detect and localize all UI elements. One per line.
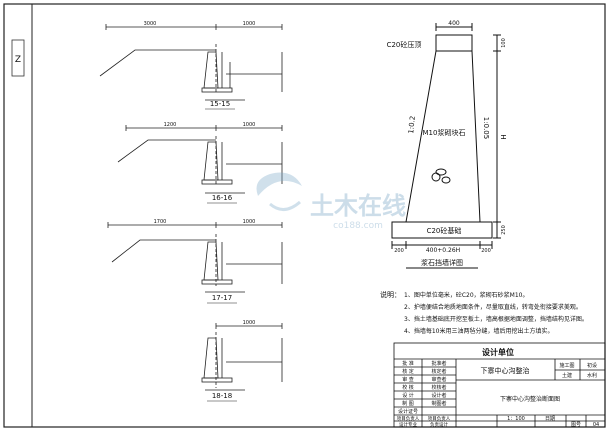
left-strip-text: Z <box>15 55 21 65</box>
watermark-text: 土木在线 <box>310 192 406 220</box>
tb-role-1: 批 准 <box>402 360 414 367</box>
section-18-dim-right: 1000 <box>243 320 256 326</box>
tb-role-6: 制 图 <box>402 400 414 407</box>
tb-role-3: 审 查 <box>402 376 414 383</box>
tb-discipline-label: 土建 <box>562 372 572 379</box>
tb-sheet-label: 图号 <box>571 422 581 428</box>
wall-left-slope: 1:0.2 <box>407 115 417 134</box>
section-15-15 <box>99 24 283 101</box>
wall-base-dim-right: 200 <box>481 248 491 254</box>
note-4: 4、挡墙每10米用三油两毡分缝，墙后用挖出土方填实。 <box>404 327 553 335</box>
note-2: 2、护墙便结合地质地面条件，尽量取直线，转弯处衔接要求美观。 <box>404 303 582 311</box>
section-16-label: 16-16 <box>212 194 233 202</box>
section-17-label: 17-17 <box>212 294 232 302</box>
section-18-18 <box>201 323 283 391</box>
section-15-dim-right: 1000 <box>243 21 256 27</box>
section-15-dim-left: 3000 <box>144 21 157 27</box>
wall-dim-h: H <box>500 134 508 139</box>
tb-date: 日期 <box>545 416 555 422</box>
watermark-url: co188.com <box>333 221 383 231</box>
tb-name-2: 核定者 <box>431 368 446 375</box>
section-17-17 <box>107 222 283 293</box>
sheet-border <box>3 3 606 428</box>
tb-project: 下寨中心沟整治 <box>481 366 530 375</box>
title-block <box>393 342 606 428</box>
tb-role-2: 核 定 <box>402 368 414 375</box>
tb-name-1: 批准者 <box>431 360 446 367</box>
section-16-16 <box>117 125 283 194</box>
tb-stage-value: 初设 <box>587 362 597 369</box>
tb-drawing-title: 下寨中心沟整治断面图 <box>500 395 560 403</box>
wall-body-label: M10浆砌块石 <box>423 128 466 137</box>
tb-name-6: 制图者 <box>431 400 446 407</box>
section-17-dim-right: 1000 <box>243 219 256 225</box>
wall-top-label: C20砼压顶 <box>387 40 422 49</box>
left-strip-box <box>11 39 25 77</box>
notes-title: 说明： <box>380 290 401 299</box>
wall-base-label: C20砼基础 <box>427 226 462 235</box>
section-17-dim-left: 1700 <box>154 219 167 225</box>
wall-right-slope: 1:0.05 <box>482 117 490 139</box>
tb-role-4: 校 核 <box>402 384 414 391</box>
tb-name-3: 审查者 <box>431 376 446 383</box>
wall-cap <box>435 34 473 52</box>
tb-name-4: 校核者 <box>431 384 446 391</box>
tb-sheet-no: 04 <box>593 422 599 428</box>
tb-stage-label: 施工图 <box>559 362 574 369</box>
wall-caption: 浆石挡墙详图 <box>421 258 463 267</box>
tb-bottom-left-1: 项目负责人 <box>397 415 420 422</box>
tb-role-7: 设计证号 <box>398 408 418 415</box>
tb-bottom-mid-1: 项目负责人 <box>428 415 451 422</box>
note-3: 3、挡土墙基础底开挖至板土，墙高根据地面调整，挡墙结构见详图。 <box>404 315 588 323</box>
section-18-label: 18-18 <box>212 392 232 400</box>
tb-bottom-mid-2: 负责设计 <box>430 421 448 428</box>
tb-discipline-value: 水利 <box>587 372 597 379</box>
section-15-label: 15-15 <box>210 100 230 108</box>
ground-line <box>99 49 216 77</box>
wall-base-dim-left: 200 <box>394 248 404 254</box>
section-16-dim-left: 1200 <box>164 122 177 128</box>
wall-detail <box>391 23 501 269</box>
wall-footing <box>391 221 493 239</box>
section-16-dim-right: 1000 <box>243 122 256 128</box>
tb-bottom-left-2: 设计专业 <box>399 421 417 428</box>
tb-role-5: 设 计 <box>402 392 414 399</box>
wall-base-dim-mid: 400+0.26H <box>426 247 460 254</box>
note-1: 1、图中单位毫米，砼C20，浆砌石砂浆M10。 <box>404 291 528 299</box>
wall-dim-base: 250 <box>501 225 507 235</box>
watermark-logo <box>256 172 302 211</box>
tb-name-5: 设计者 <box>431 392 446 399</box>
wall-dim-cap: 100 <box>501 38 507 48</box>
tb-design-unit: 设计单位 <box>482 347 514 357</box>
tb-scale: 1：100 <box>507 416 525 422</box>
wall-top-width: 400 <box>448 20 460 27</box>
